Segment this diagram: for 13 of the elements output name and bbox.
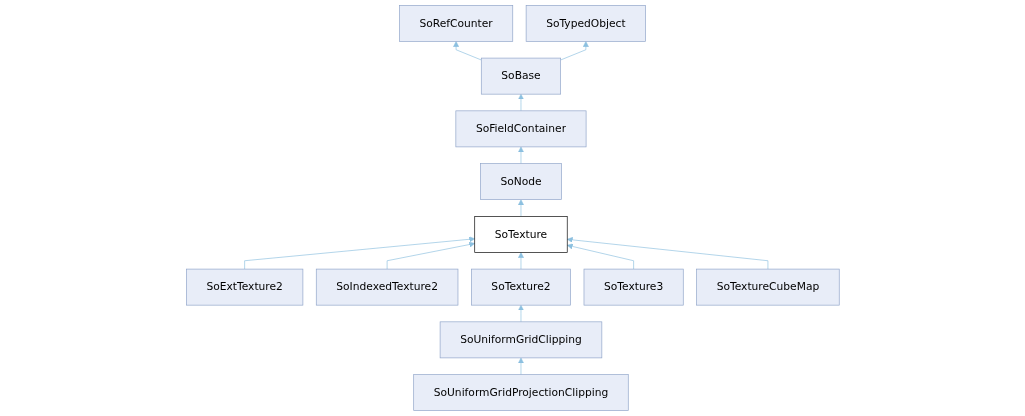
node-box: SoIndexedTexture2 [315, 268, 458, 306]
node-box: SoTexture [474, 216, 568, 253]
node-box: SoRefCounter [398, 5, 513, 42]
node-box: SoFieldContainer [455, 110, 587, 148]
node-box: SoTexture3 [583, 268, 684, 306]
node-box: SoTextureCubeMap [696, 268, 840, 306]
node-box: SoBase [480, 57, 561, 95]
node-box: SoExtTexture2 [185, 268, 303, 306]
node-box: SoTexture2 [470, 268, 571, 306]
node-box: SoNode [479, 163, 562, 200]
node-box: SoTypedObject [525, 5, 646, 42]
node-box: SoUniformGridClipping [439, 321, 602, 359]
node-box: SoUniformGridProjectionClipping [413, 374, 629, 411]
